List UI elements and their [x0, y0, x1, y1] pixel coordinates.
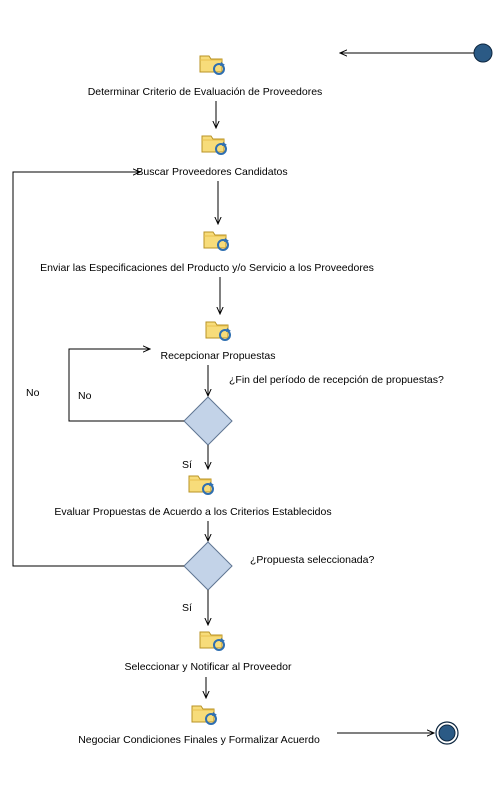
activity-determinar-criterio[interactable]: Determinar Criterio de Evaluación de Pro…: [88, 55, 323, 98]
activity-negociar-condiciones[interactable]: Negociar Condiciones Finales y Formaliza…: [78, 705, 320, 746]
activity-recepcionar-propuestas[interactable]: Recepcionar Propuestas: [161, 321, 276, 362]
activity-label: Enviar las Especificaciones del Producto…: [40, 262, 374, 274]
activity-label: Determinar Criterio de Evaluación de Pro…: [88, 86, 323, 98]
decision-question: ¿Fin del período de recepción de propues…: [229, 374, 444, 386]
initial-node: [473, 43, 493, 63]
decision-fin-periodo[interactable]: [183, 396, 233, 446]
final-node: [435, 721, 459, 745]
guard-no-inner: No: [78, 390, 92, 402]
activity-label: Negociar Condiciones Finales y Formaliza…: [78, 734, 320, 746]
activity-icon: [203, 231, 230, 251]
activity-evaluar-propuestas[interactable]: Evaluar Propuestas de Acuerdo a los Crit…: [54, 475, 332, 518]
decision-question: ¿Propuesta seleccionada?: [250, 554, 374, 566]
activity-icon: [199, 55, 226, 75]
decision-propuesta-seleccionada[interactable]: [183, 541, 233, 591]
guard-yes-2: Sí: [182, 602, 192, 614]
edge-d2-no: [12, 172, 184, 567]
activity-icon: [191, 705, 218, 725]
activity-icon: [199, 631, 226, 651]
activity-buscar-proveedores[interactable]: Buscar Proveedores Candidatos: [136, 135, 288, 178]
activity-seleccionar-notificar[interactable]: Seleccionar y Notificar al Proveedor: [125, 631, 292, 673]
activity-label: Evaluar Propuestas de Acuerdo a los Crit…: [54, 506, 331, 518]
activity-icon: [205, 321, 232, 341]
activity-enviar-especificaciones[interactable]: Enviar las Especificaciones del Producto…: [40, 231, 374, 274]
activity-icon: [201, 135, 228, 155]
activity-icon: [188, 475, 215, 495]
activity-label: Recepcionar Propuestas: [161, 350, 276, 362]
activity-label: Buscar Proveedores Candidatos: [136, 166, 287, 178]
guard-no-outer: No: [26, 387, 40, 399]
activity-label: Seleccionar y Notificar al Proveedor: [125, 661, 292, 673]
guard-yes-1: Sí: [182, 459, 192, 471]
edge-d1-no: [68, 349, 184, 422]
